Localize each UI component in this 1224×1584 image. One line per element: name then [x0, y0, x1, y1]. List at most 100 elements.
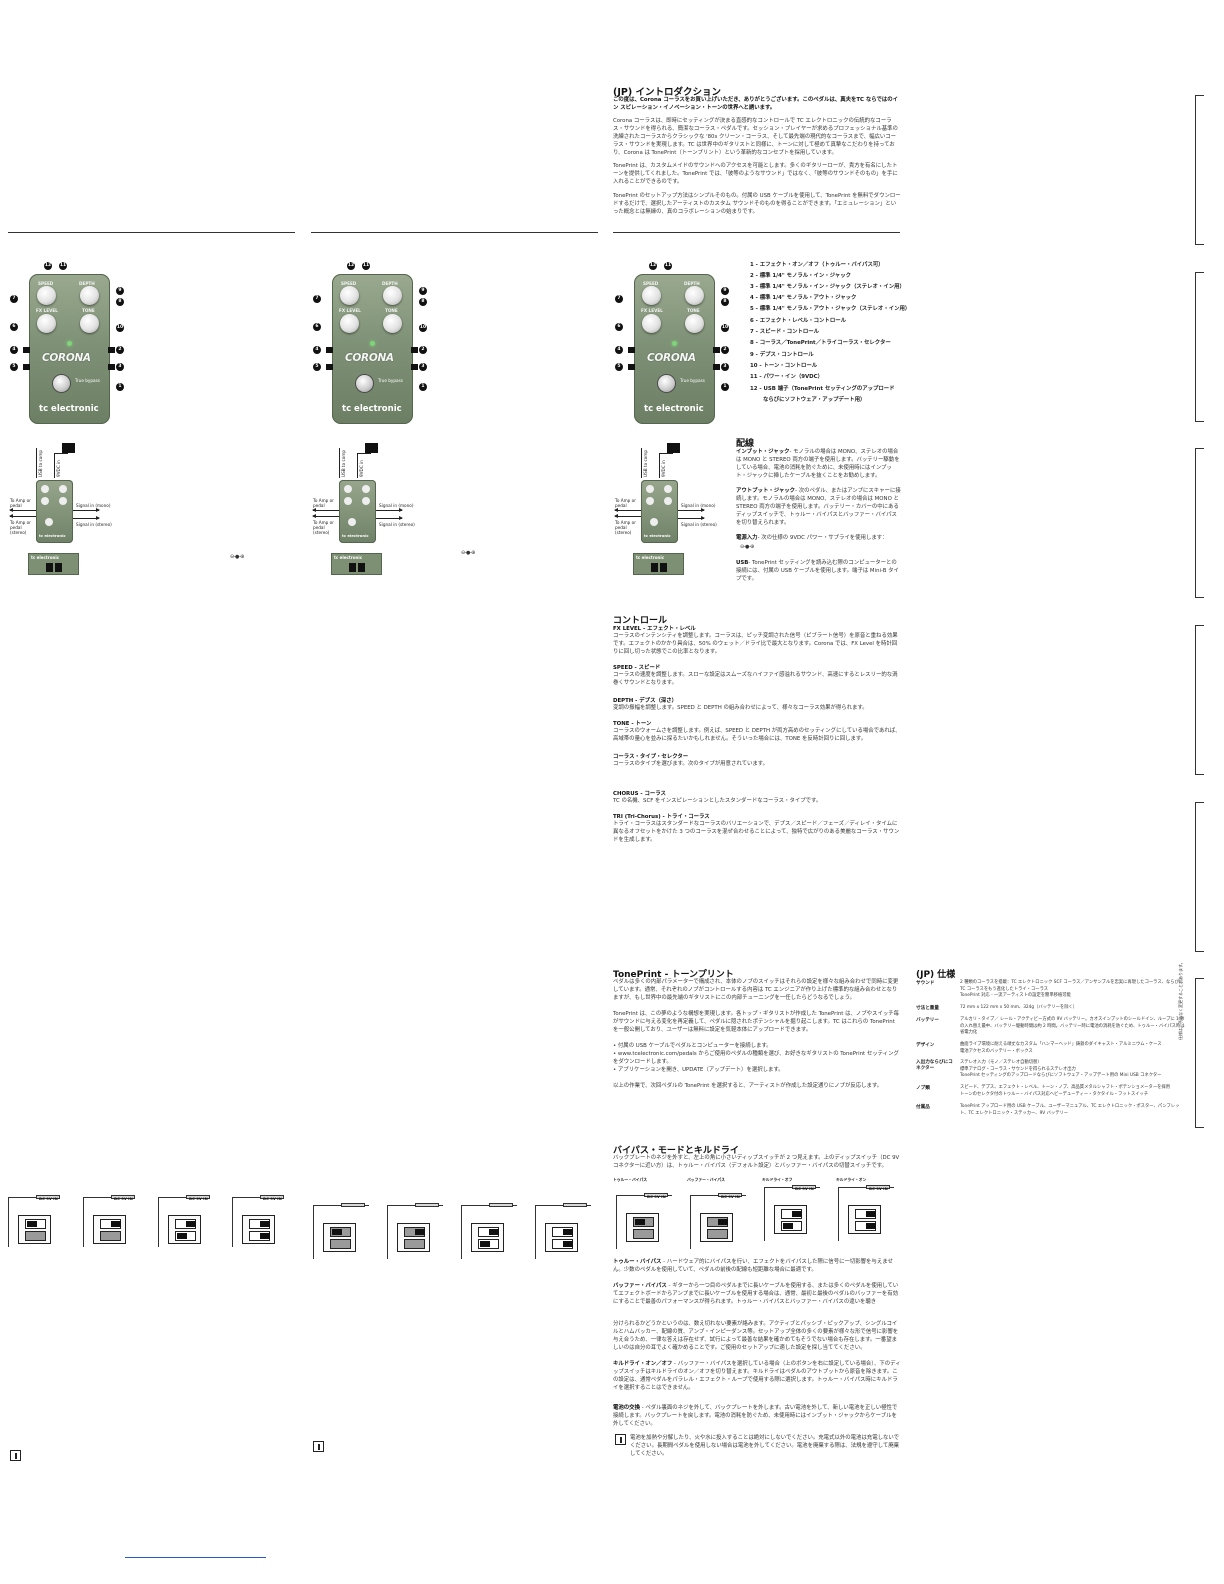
- wiring-input: インプット・ジャック- モノラルの場合は MONO、ステレオの場合は MONO …: [736, 448, 902, 480]
- pedal-body: SPEED DEPTH FX LEVEL TONE CORONA True by…: [634, 274, 715, 424]
- tone-label: TONE: [687, 308, 700, 313]
- to-amp-mono: To Amp or pedal: [615, 498, 636, 508]
- usb-cable: [339, 448, 340, 478]
- mini-knob: [646, 485, 654, 493]
- mode-label-buffered-bypass: バッファー・バイパス: [687, 1177, 725, 1182]
- dip-diagram-killdry-on: DC 9V IN: [232, 1195, 284, 1247]
- spec-value: 2 種類のコーラスを搭載：TC エレクトロニック SCF コーラス／アンサンブル…: [960, 980, 1184, 998]
- dc-connector: [644, 1193, 668, 1197]
- in-arrow-2: [376, 516, 403, 520]
- section-tab-2: [1195, 272, 1204, 422]
- controls-list-item: 2 - 標準 1/4" モノラル・イン・ジャック: [750, 273, 851, 279]
- backplate-brand: tc electronic: [31, 555, 60, 560]
- depth-head: DEPTH - デプス（深さ）: [613, 698, 678, 704]
- dip-frame: [168, 1215, 201, 1244]
- callout-8: 8: [419, 298, 427, 306]
- dip-diagram-buffered: [387, 1203, 443, 1259]
- dc-cable-h: [54, 453, 68, 454]
- pedal-figure-col3: SPEED DEPTH FX LEVEL TONE CORONA True by…: [613, 262, 743, 424]
- jack-left-1: [23, 347, 30, 353]
- diagram-edge: [158, 1197, 210, 1198]
- dc-connector: [111, 1195, 135, 1199]
- dip-diagram-killdry-off: DC 9V IN: [764, 1185, 820, 1241]
- connection-diagram-col1: USB to comp 9VDC in tc electronic To Amp…: [8, 440, 268, 580]
- killdry-body: - バッファー・バイパスを選択している場合（上のボタンを右に設定している場合）、…: [613, 1361, 901, 1391]
- callout-5: 5: [10, 363, 18, 371]
- intro-p1: Corona コーラスは、即時にセッティングが決まる直感的なコントロールで TC…: [613, 118, 898, 156]
- intro-title: (JP) イントロダクション: [613, 87, 721, 98]
- footswitch-label: True bypass: [75, 378, 100, 383]
- diagram-edge: [690, 1195, 691, 1249]
- dip-switch-lower: [249, 1231, 270, 1241]
- dip-diagram-true-bypass: [313, 1203, 369, 1259]
- fx-level-knob: [340, 314, 359, 333]
- dip-diagram-true-bypass: DC 9V IN: [8, 1195, 60, 1247]
- tone-label: TONE: [82, 308, 95, 313]
- diagram-edge: [313, 1205, 314, 1259]
- backplate-switch: [349, 563, 356, 572]
- dc-label: 9VDC in: [56, 460, 61, 477]
- tone-label: TONE: [385, 308, 398, 313]
- dip-diagram-buffered: DC 9V IN: [83, 1195, 135, 1247]
- diagram-edge: [387, 1205, 388, 1259]
- dc-cable-h: [357, 453, 371, 454]
- dip-frame: [397, 1223, 430, 1252]
- dip-frame: [626, 1213, 659, 1242]
- dip-frame: [93, 1215, 126, 1244]
- jack-right-1: [108, 347, 115, 353]
- dc-tab-label: DC 9V IN: [263, 1196, 282, 1201]
- dc-connector: [186, 1195, 210, 1199]
- section-tab-5: [1195, 802, 1204, 952]
- diagram-edge: [8, 1197, 9, 1247]
- callout-6: 6: [10, 323, 18, 331]
- speed-body: コーラスの速度を調整します。スローな設定はスムーズなハイファイ感溢れるサウンド、…: [613, 672, 898, 686]
- dip-frame: [18, 1215, 51, 1244]
- dip-toggle: [186, 1221, 196, 1227]
- bypass-lead: バックプレートのネジを外すと、左上の角に小さいディップスイッチが 2 つ見えます…: [613, 1155, 900, 1169]
- in-arrow-1: [73, 508, 100, 512]
- polarity-symbol: ⊖-●-⊕: [230, 554, 244, 560]
- depth-knob: [383, 286, 402, 305]
- mini-brand: tc electronic: [39, 533, 66, 538]
- tone-head: TONE - トーン: [613, 721, 652, 727]
- diagram-edge: [535, 1205, 536, 1259]
- dip-diagram-killdry-on: DC 9V IN: [838, 1185, 894, 1241]
- callout-4: 4: [10, 346, 18, 354]
- fx-level-body: コーラスのインテンシティを調整します。コーラスは、ピッチ変調された信号（ピブラー…: [613, 633, 898, 655]
- dip-toggle: [177, 1233, 187, 1239]
- jack-left-2: [326, 364, 333, 370]
- spec-key: 入出力ならびにコネクター: [916, 1060, 953, 1071]
- callout-3: 3: [419, 363, 427, 371]
- callout-9: 9: [419, 287, 427, 295]
- callout-3: 3: [116, 363, 124, 371]
- diagram-edge: [616, 1195, 617, 1249]
- spec-value: 曲面ライブ環境に耐える頑丈なカスタム「ハンマーヘッド」鋳鉄のダイキャスト・アルミ…: [960, 1042, 1162, 1054]
- dip-frame: [323, 1223, 356, 1252]
- intro-p3: TonePrint のセットアップ方法はシンプルそのもの。付属の USB ケーブ…: [613, 193, 901, 215]
- toneprint-p2: TonePrint は、この夢のような構想を実現します。各トップ・ギタリストが作…: [613, 1011, 900, 1033]
- pedal-brand: tc electronic: [39, 404, 99, 414]
- signal-in-stereo: Signal in (stereo): [379, 522, 415, 527]
- mini-brand: tc electronic: [342, 533, 369, 538]
- bypass-true-para: トゥルー・バイパス - ハードウェア的にバイパスを行い、エフェクトをバイパスした…: [613, 1258, 901, 1274]
- backplate: tc electronic: [28, 553, 79, 575]
- toneprint-bullet-text: www.tcelectronic.com/pedals からご使用のペダルの種類…: [613, 1051, 899, 1065]
- dip-switch-lower: [707, 1229, 728, 1239]
- controls-list-item: 4 - 標準 1/4" モノラル・アウト・ジャック: [750, 295, 857, 301]
- out-arrow-1: [9, 508, 36, 512]
- signal-in-mono: Signal in (mono): [681, 503, 716, 508]
- bypass-buffered-body: - ギターから一つ目のペダルまでに長いケーブルを使用する、または多くのペダルを使…: [613, 1283, 899, 1305]
- top-rule-col1: [8, 232, 295, 233]
- wiring-usb-head: USB: [736, 560, 749, 566]
- dc-tab-label: DC 9V IN: [189, 1196, 208, 1201]
- dip-frame: [545, 1223, 578, 1252]
- dip-frame: [700, 1213, 733, 1242]
- toneprint-bullet: • アプリケーションを開き、UPDATE（アップデート）を選択します。: [613, 1067, 784, 1073]
- callout-2: 2: [116, 346, 124, 354]
- spec-value: 72 mm x 122 mm x 50 mm、324g（バッテリーを除く）: [960, 1005, 1078, 1010]
- dip-frame: [471, 1223, 504, 1252]
- to-amp-stereo: To Amp or pedal (stereo): [615, 520, 636, 535]
- dip-toggle: [783, 1223, 793, 1229]
- dip-switch-lower: [552, 1239, 573, 1249]
- dc-connector: [866, 1185, 890, 1189]
